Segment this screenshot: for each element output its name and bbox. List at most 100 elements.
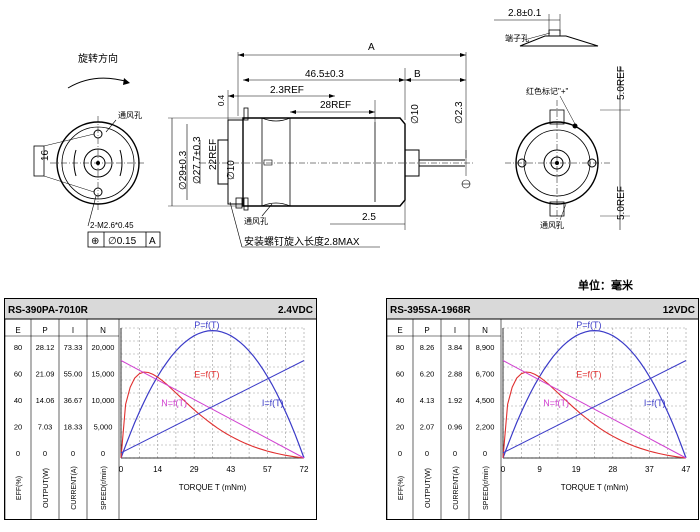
x-tick: 37 (645, 465, 654, 474)
table-cell: 5,000 (94, 423, 113, 432)
chart-voltage: 2.4VDC (278, 305, 313, 316)
curve-label-N: N=f(T) (543, 398, 569, 408)
col-header: N (100, 326, 106, 335)
dim-5-0ref-bottom: 5.0REF (616, 186, 627, 220)
table-cell: 0 (425, 449, 429, 458)
unit-label-rot: SPEED(r/min) (101, 466, 108, 510)
table-cell: 40 (14, 396, 22, 405)
table-cell: 55.00 (64, 370, 83, 379)
table-cell: 6,700 (476, 370, 495, 379)
dim-10-left: ∅10 (226, 160, 237, 180)
dim-2-8: 2.8±0.1 (508, 8, 542, 19)
side-view: A 46.5±0.3 B 2.3REF 28REF 0.4 ∅29±0.3 ∅2… (168, 42, 475, 248)
x-tick: 57 (263, 465, 272, 474)
x-tick: 14 (153, 465, 162, 474)
unit-label: 单位：毫米 (578, 280, 633, 292)
vent-hole-label-right: 通风孔 (540, 220, 564, 230)
dim-2-3-shaft: ∅2.3 (454, 101, 465, 124)
table-cell: 80 (14, 343, 22, 352)
table-cell: 3.84 (448, 343, 463, 352)
motor-drawing: 旋转方向 通风孔 16 2-M2.6*0.45 ⊕ ∅0.15 A (33, 8, 630, 248)
unit-label-rot: CURRENT(A) (71, 466, 78, 510)
table-cell: 18.33 (64, 423, 83, 432)
table-cell: 4.13 (420, 396, 435, 405)
x-axis-label: TORQUE T (mNm) (179, 483, 247, 492)
table-cell: 4,500 (476, 396, 495, 405)
curve-label-E: E=f(T) (194, 369, 219, 379)
dim-0-4: 0.4 (217, 94, 226, 106)
table-cell: 60 (396, 370, 404, 379)
terminal-label: 端子孔 (505, 33, 529, 43)
curve-label-N: N=f(T) (161, 398, 187, 408)
chart-model: RS-390PA-7010R (8, 305, 89, 316)
col-header: E (15, 326, 20, 335)
x-tick: 43 (226, 465, 235, 474)
table-cell: 60 (14, 370, 22, 379)
unit-label-rot: EFF(%) (398, 476, 405, 500)
unit-label-rot: OUTPUT(W) (43, 468, 50, 508)
curve-output (120, 329, 305, 459)
curve-label-E: E=f(T) (576, 369, 601, 379)
table-cell: 2.07 (420, 423, 435, 432)
table-cell: 0 (16, 449, 20, 458)
dim-10-right: ∅10 (410, 104, 421, 124)
table-cell: 0 (43, 449, 47, 458)
curve-label-I: I=f(T) (262, 398, 284, 408)
table-cell: 14.06 (36, 396, 55, 405)
curve-speed (120, 360, 305, 459)
dim-B: B (414, 69, 421, 80)
x-tick: 9 (537, 465, 542, 474)
front-view-left: 旋转方向 通风孔 16 2-M2.6*0.45 ⊕ ∅0.15 A (33, 52, 161, 248)
x-axis-label: TORQUE T (mNm) (561, 483, 629, 492)
x-tick: 0 (501, 465, 506, 474)
col-header: P (42, 326, 47, 335)
tolerance-symbol: ⊕ (91, 236, 99, 247)
x-tick: 19 (572, 465, 581, 474)
dim-27-7: ∅27.7±0.3 (192, 136, 203, 184)
table-cell: 20,000 (92, 343, 115, 352)
col-header: E (397, 326, 402, 335)
unit-label-rot: EFF(%) (16, 476, 23, 500)
table-cell: 1.92 (448, 396, 463, 405)
x-tick: 72 (300, 465, 309, 474)
table-cell: 21.09 (36, 370, 55, 379)
curve-label-I: I=f(T) (644, 398, 666, 408)
rear-view-right: 2.8±0.1 端子孔 红色标记"+" 通风孔 5.0REF 5.0REF (494, 8, 630, 230)
x-tick: 29 (190, 465, 199, 474)
table-cell: 0 (71, 449, 75, 458)
curve-efficiency (120, 371, 305, 459)
unit-label-rot: OUTPUT(W) (425, 468, 432, 508)
dim-28ref: 28REF (320, 100, 351, 111)
x-tick: 28 (608, 465, 617, 474)
dim-22ref: 22REF (208, 139, 219, 170)
table-cell: 8,900 (476, 343, 495, 352)
table-cell: 80 (396, 343, 404, 352)
dim-16: 16 (40, 149, 51, 161)
table-cell: 36.67 (64, 396, 83, 405)
curve-current (120, 360, 305, 454)
x-tick: 47 (682, 465, 691, 474)
dim-5-0ref-top: 5.0REF (616, 66, 627, 100)
x-tick: 0 (119, 465, 124, 474)
table-cell: 20 (14, 423, 22, 432)
table-cell: 0.96 (448, 423, 463, 432)
table-cell: 20 (396, 423, 404, 432)
screw-spec: 2-M2.6*0.45 (90, 221, 134, 230)
table-cell: 15,000 (92, 370, 115, 379)
table-cell: 0 (483, 449, 487, 458)
dim-2-5: 2.5 (362, 212, 376, 223)
table-cell: 2,200 (476, 423, 495, 432)
curve-output (502, 329, 687, 459)
curve-efficiency (502, 371, 687, 459)
curve-current (502, 360, 687, 454)
dim-29: ∅29±0.3 (178, 150, 189, 190)
table-cell: 7.03 (38, 423, 53, 432)
unit-label-rot: CURRENT(A) (453, 466, 460, 510)
curve-label-P: P=f(T) (194, 320, 219, 330)
table-cell: 40 (396, 396, 404, 405)
table-cell: 0 (398, 449, 402, 458)
col-header: N (482, 326, 488, 335)
chart-voltage: 12VDC (663, 305, 695, 316)
